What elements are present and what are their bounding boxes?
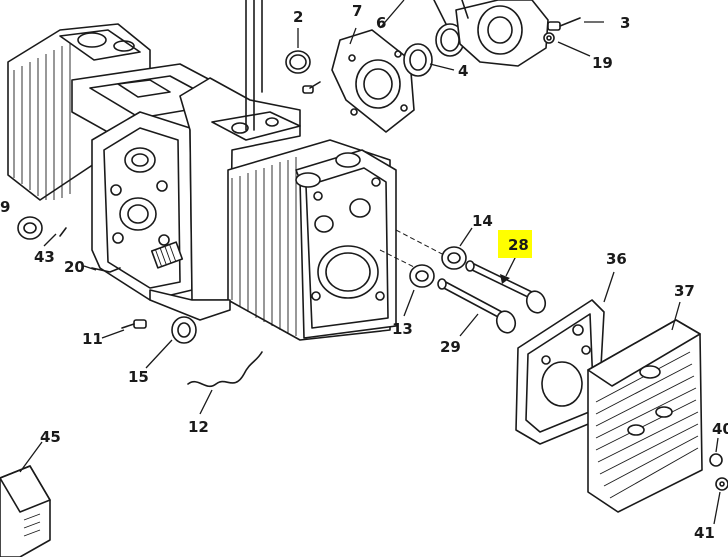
callout-2: 2 <box>293 8 303 26</box>
callout-12: 12 <box>188 418 209 436</box>
engine-block <box>7 23 397 341</box>
callout-7: 7 <box>352 2 362 20</box>
small-parts <box>0 216 263 557</box>
callout-43: 43 <box>34 248 55 266</box>
callout-28: 28 <box>508 236 529 254</box>
cylinder-head <box>587 319 728 513</box>
callout-11: 11 <box>82 330 103 348</box>
callout-3: 3 <box>620 14 630 32</box>
valve-parts <box>379 229 547 334</box>
callout-28-highlight <box>498 230 532 258</box>
callout-41: 41 <box>694 524 715 542</box>
callout-29: 29 <box>440 338 461 356</box>
leader-lines <box>19 0 721 525</box>
callout-13: 13 <box>392 320 413 338</box>
top-parts <box>245 0 581 133</box>
callout-9: 9 <box>0 198 10 216</box>
gasket <box>515 299 605 445</box>
callout-20: 20 <box>64 258 85 276</box>
callout-labels: 2 7 6 3 19 4 9 43 20 14 28 36 37 11 13 2… <box>0 2 728 542</box>
callout-15: 15 <box>128 368 149 386</box>
callout-45: 45 <box>40 428 61 446</box>
callout-36: 36 <box>606 250 627 268</box>
callout-6: 6 <box>376 14 386 32</box>
callout-19: 19 <box>592 54 613 72</box>
callout-37: 37 <box>674 282 695 300</box>
callout-4: 4 <box>458 62 468 80</box>
callout-40: 40 <box>712 420 728 438</box>
callout-14: 14 <box>472 212 493 230</box>
